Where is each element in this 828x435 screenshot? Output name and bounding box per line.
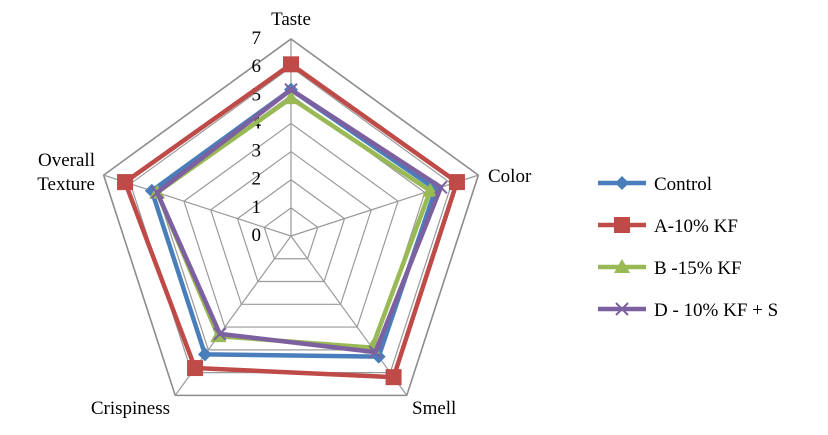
grid-ring-1	[263, 207, 319, 260]
axis-label-crispiness: Crispiness	[91, 398, 170, 419]
series-0-point-3	[197, 347, 212, 362]
legend-label-0: Control	[654, 174, 712, 195]
tick-label-6: 6	[252, 56, 262, 77]
tick-label-1: 1	[252, 197, 262, 218]
axis-label-color: Color	[488, 166, 532, 187]
series-1-point-3	[187, 360, 204, 377]
axis-label-smell: Smell	[412, 398, 456, 419]
series-3-point-4	[150, 185, 164, 200]
series-1-point-0	[283, 56, 299, 73]
series-3-point-3	[213, 327, 227, 341]
tick-label-3: 3	[252, 141, 262, 162]
series-3-point-1	[434, 180, 448, 195]
series-1-line	[122, 62, 460, 380]
series-1-point-2	[385, 369, 402, 386]
grid-ring-3	[209, 150, 373, 305]
tick-label-0: 0	[252, 225, 262, 246]
legend-swatch-marker-2	[614, 259, 630, 273]
axis-label-taste: Taste	[271, 9, 311, 30]
tick-label-5: 5	[252, 84, 262, 105]
series-0-line	[149, 87, 438, 359]
legend-label-1: A-10% KF	[654, 216, 738, 237]
legend-swatch-marker-0	[615, 176, 629, 190]
axis-label-overall-texture-line1: Overall	[38, 150, 95, 171]
tick-label-2: 2	[252, 169, 262, 190]
legend-swatch-marker-3	[615, 302, 629, 316]
series-1-point-4	[117, 174, 134, 191]
series-3-point-2	[368, 345, 383, 359]
series-3-line	[154, 87, 444, 355]
series-1-point-1	[448, 174, 465, 191]
series-3-point-0	[284, 82, 298, 97]
spoke-2	[290, 235, 408, 396]
series-2-point-0	[283, 90, 299, 105]
tick-label-7: 7	[252, 28, 262, 49]
series-2-point-1	[422, 182, 439, 197]
axis-label-overall-texture-line2: Texture	[37, 174, 95, 195]
spoke-1	[290, 174, 479, 237]
legend-label-2: B -15% KF	[654, 258, 742, 279]
grid-ring-7	[102, 38, 480, 397]
grid-ring-4	[183, 122, 399, 328]
grid-ring-2	[236, 178, 346, 283]
legend-swatch-marker-1	[614, 217, 630, 233]
spoke-4	[103, 174, 292, 237]
legend-label-3: D - 10% KF + S	[654, 300, 778, 321]
